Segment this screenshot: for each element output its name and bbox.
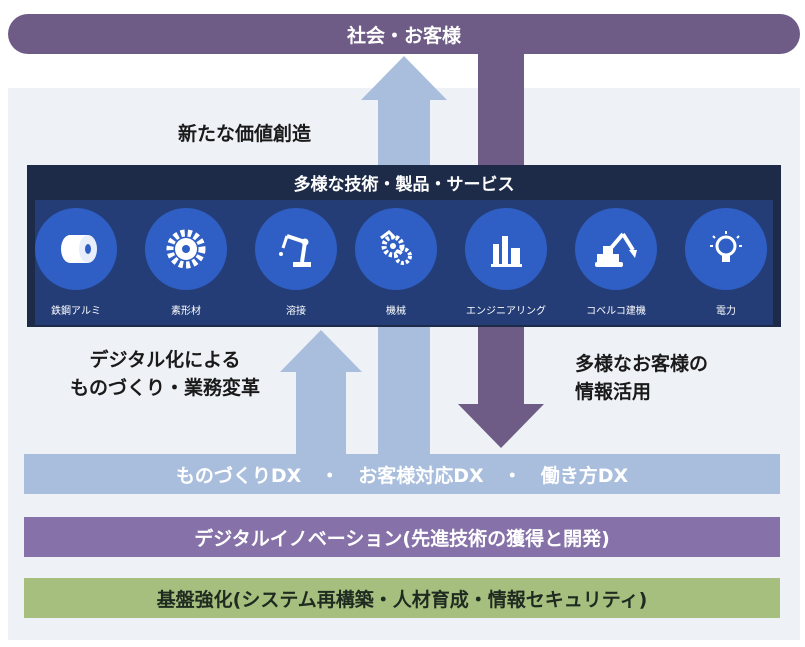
service-circle — [575, 208, 657, 290]
foundation-label: 基盤強化(システム再構築・人材育成・情報セキュリティ) — [156, 588, 648, 611]
dx-bar-label: ものづくりDX ・ お客様対応DX ・ 働き方DX — [175, 464, 629, 487]
service-item-materials: 素形材 — [141, 208, 231, 317]
service-caption-engineering: エンジニアリング — [466, 306, 546, 317]
digital-transformation-label: デジタル化による ものづくり・業務変革 — [40, 346, 290, 402]
customer-info-line1: 多様なお客様の — [575, 353, 709, 375]
service-caption-welding: 溶接 — [286, 306, 306, 317]
society-customers-bar: 社会・お客様 — [8, 14, 800, 54]
service-circle — [355, 208, 437, 290]
service-caption-machinery: 機械 — [386, 306, 406, 317]
service-circle — [255, 208, 337, 290]
service-caption-steel: 鉄鋼アルミ — [51, 306, 101, 317]
services-title: 多様な技術・製品・サービス — [293, 175, 515, 195]
foundation-bar: 基盤強化(システム再構築・人材育成・情報セキュリティ) — [24, 578, 780, 618]
society-customers-label: 社会・お客様 — [346, 24, 461, 47]
engineering-plant-icon — [491, 236, 522, 267]
light-bulb-icon — [710, 231, 742, 262]
gear-icon — [166, 229, 206, 269]
service-circle — [465, 208, 547, 290]
up-arrow-digitalization — [280, 330, 362, 454]
service-item-kobelco: コベルコ建機 — [571, 208, 661, 317]
welding-robot-icon — [279, 234, 311, 267]
service-item-welding: 溶接 — [251, 208, 341, 317]
service-caption-materials: 素形材 — [171, 306, 201, 317]
value-creation-label: 新たな価値創造 — [178, 123, 312, 145]
digital-transformation-line2: ものづくり・業務変革 — [69, 377, 260, 399]
service-item-machinery: 機械 — [351, 208, 441, 317]
digital-innovation-label: デジタルイノベーション(先進技術の獲得と開発) — [194, 527, 610, 550]
excavator-icon — [595, 232, 637, 267]
service-caption-power: 電力 — [716, 306, 736, 317]
service-item-engineering: エンジニアリング — [461, 208, 551, 317]
service-item-power: 電力 — [681, 208, 771, 317]
dx-bar: ものづくりDX ・ お客様対応DX ・ 働き方DX — [24, 454, 780, 494]
service-item-steel: 鉄鋼アルミ — [31, 208, 121, 317]
digital-innovation-bar: デジタルイノベーション(先進技術の獲得と開発) — [24, 517, 780, 557]
service-circle — [145, 208, 227, 290]
customer-info-line2: 情報活用 — [575, 381, 652, 403]
service-circle — [685, 208, 767, 290]
customer-info-label: 多様なお客様の 情報活用 — [575, 350, 708, 406]
service-caption-kobelco: コベルコ建機 — [586, 306, 646, 317]
machinery-icon — [380, 230, 412, 265]
digital-transformation-line1: デジタル化による — [89, 349, 241, 371]
steel-coil-icon — [61, 235, 97, 263]
service-circle — [35, 208, 117, 290]
